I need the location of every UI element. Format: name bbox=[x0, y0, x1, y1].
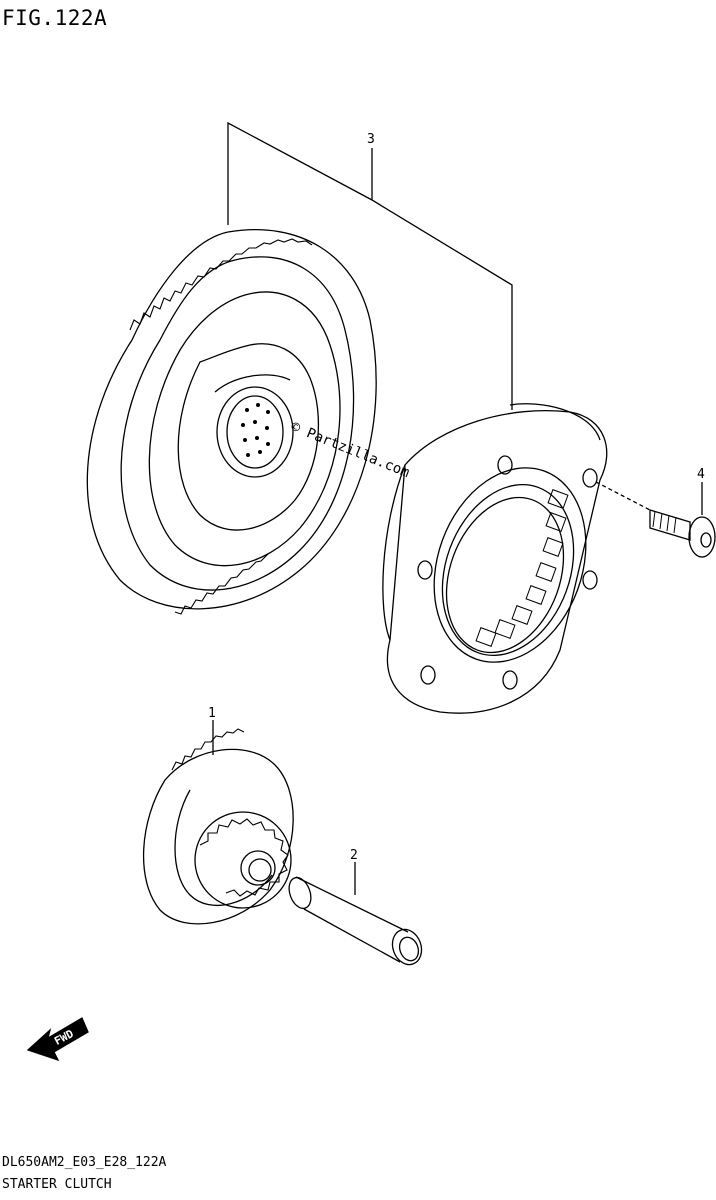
callout-3-bracket bbox=[227, 121, 513, 410]
starter-idle-gear bbox=[142, 728, 294, 925]
figure-title: FIG.122A bbox=[2, 6, 108, 30]
drawing-code: DL650AM2_E03_E28_122A bbox=[2, 1155, 167, 1170]
callout-3-label: 3 bbox=[367, 132, 375, 147]
fwd-arrow bbox=[26, 1017, 89, 1062]
starter-driven-gear bbox=[86, 229, 377, 615]
callout-2-label: 2 bbox=[350, 848, 358, 863]
section-name: STARTER CLUTCH bbox=[2, 1177, 112, 1192]
callout-4-label: 4 bbox=[697, 467, 705, 482]
starter-clutch-body bbox=[382, 403, 608, 714]
starter-clutch-bolt bbox=[649, 509, 716, 558]
watermark: © Partzilla.com bbox=[289, 419, 412, 481]
parts-diagram: 3 4 1 2 FWD © Partzilla.com bbox=[26, 121, 716, 1062]
callout-1-label: 1 bbox=[208, 706, 216, 721]
idle-gear-shaft bbox=[288, 876, 423, 966]
bolt-leader-line bbox=[595, 481, 651, 511]
